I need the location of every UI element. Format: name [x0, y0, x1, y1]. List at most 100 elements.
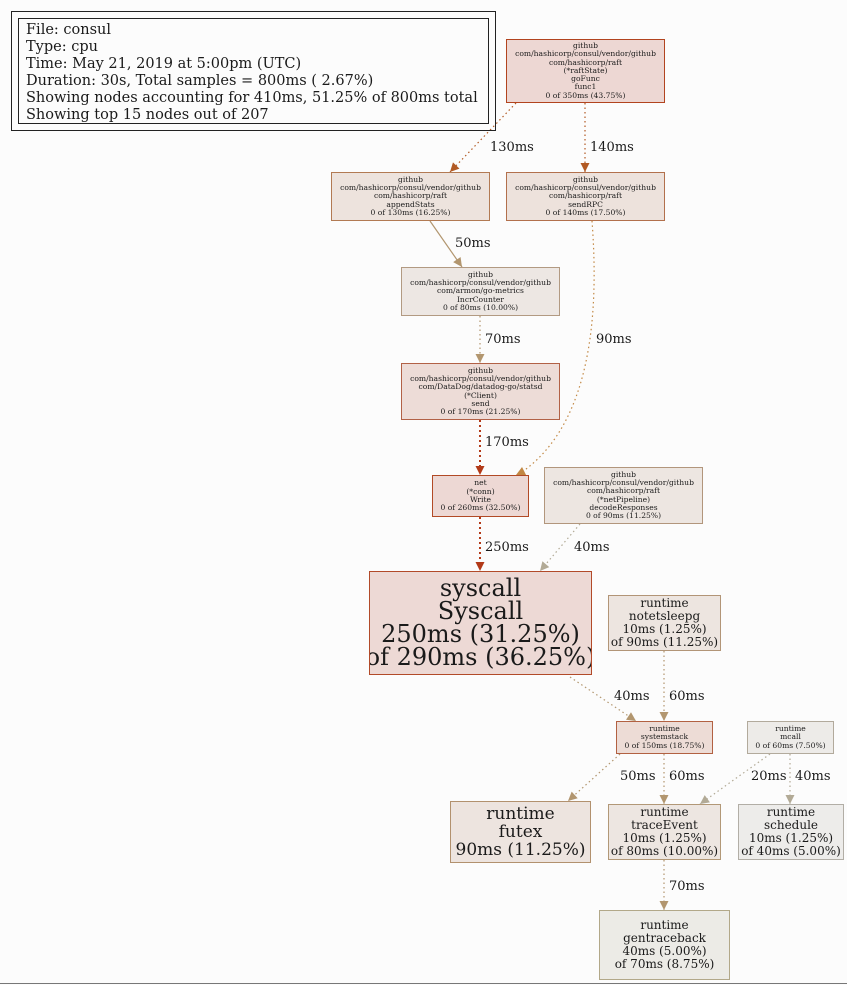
node-line: 250ms (31.25%): [381, 620, 580, 648]
node-line: 0 of 90ms (11.25%): [585, 511, 662, 521]
node-line: (*raftState): [563, 65, 608, 75]
node-line: 0 of 150ms (18.75%): [624, 740, 705, 750]
edge-arrowhead: [580, 163, 590, 172]
node-line: com/hashicorp/consul/vendor/github: [515, 49, 656, 59]
edge-label: 70ms: [485, 332, 521, 347]
node-line: of 80ms (10.00%): [610, 844, 719, 858]
node-line: Write: [469, 495, 492, 504]
node-line: 0 of 170ms (21.25%): [440, 407, 521, 417]
node-line: runtime: [775, 724, 806, 734]
node-line: gentraceback: [623, 931, 706, 945]
node-line: com/hashicorp/consul/vendor/github: [410, 373, 551, 383]
node-line: (*conn): [466, 486, 495, 496]
node-line: runtime: [766, 805, 816, 819]
node-line: appendStats: [386, 199, 435, 209]
node-line: com/hashicorp/consul/vendor/github: [340, 183, 481, 193]
edge-arrowhead: [659, 795, 669, 804]
node-line: of 290ms (36.25%): [369, 643, 592, 671]
node-line: runtime: [640, 596, 689, 610]
node-line: traceEvent: [631, 818, 698, 832]
node-line: runtime: [640, 805, 689, 819]
node-line: com/hashicorp/raft: [548, 191, 623, 201]
edge-label: 60ms: [669, 769, 705, 784]
node-line: notetsleepg: [628, 609, 701, 623]
edge-arrowhead: [659, 712, 669, 721]
node-line: runtime: [486, 804, 555, 824]
node-line: 0 of 140ms (17.50%): [545, 207, 626, 217]
legend-file: File: consul: [26, 22, 112, 38]
node-line: 0 of 260ms (32.50%): [440, 503, 521, 513]
node-line: of 70ms (8.75%): [614, 957, 715, 971]
node-line: com/hashicorp/consul/vendor/github: [410, 278, 551, 288]
edge-arrowhead: [453, 257, 462, 267]
node-line: 40ms (5.00%): [622, 944, 707, 958]
edge-label: 40ms: [614, 689, 650, 704]
node-line: futex: [498, 822, 543, 842]
edge-arrowhead: [475, 562, 485, 571]
node-line: github: [611, 469, 636, 479]
node-line: com/armon/go-metrics: [437, 286, 524, 296]
edge-arrowhead: [540, 561, 550, 571]
edge-arrowhead: [475, 466, 485, 475]
edge-label: 140ms: [590, 140, 634, 155]
node-line: 10ms (1.25%): [622, 622, 707, 636]
node-line: func1: [574, 82, 597, 92]
edge-decoderesponses-to-syscall: [539, 523, 581, 572]
edge-arrowhead: [626, 712, 636, 721]
node-line: 0 of 80ms (10.00%): [442, 302, 519, 312]
edge-arrowhead: [659, 901, 669, 910]
node-line: com/hashicorp/raft: [586, 486, 661, 496]
node-line: (*netPipeline): [596, 494, 651, 504]
node-line: of 90ms (11.25%): [610, 635, 719, 649]
node-line: 0 of 350ms (43.75%): [545, 90, 626, 100]
node-line: Syscall: [437, 597, 524, 625]
node-line: 10ms (1.25%): [622, 831, 707, 845]
edge-label: 130ms: [490, 140, 534, 155]
node-line: net: [474, 478, 487, 488]
edge-label: 20ms: [751, 769, 787, 784]
edge-arrowhead: [785, 795, 795, 804]
edge-mcall-to-traceevent: [699, 753, 771, 805]
node-line: 10ms (1.25%): [748, 831, 834, 845]
node-line: IncrCounter: [456, 294, 505, 304]
edge-arrowhead: [568, 791, 578, 801]
legend-type: Type: cpu: [26, 39, 98, 55]
node-line: com/hashicorp/raft: [373, 191, 448, 201]
node-line: 90ms (11.25%): [455, 840, 586, 860]
profile-legend-frame: [11, 11, 496, 131]
edge-label: 40ms: [574, 540, 610, 555]
node-line: of 40ms (5.00%): [741, 844, 841, 858]
edge-arrowhead: [700, 795, 710, 804]
node-line: goFunc: [571, 74, 600, 84]
edge-label: 90ms: [596, 332, 632, 347]
edge-label: 50ms: [455, 236, 491, 251]
node-line: (*Client): [464, 390, 497, 400]
node-line: schedule: [763, 818, 819, 832]
legend-time: Time: May 21, 2019 at 5:00pm (UTC): [26, 56, 302, 72]
edge-label: 60ms: [669, 689, 705, 704]
legend-showing-nodes: Showing nodes accounting for 410ms, 51.2…: [26, 90, 478, 106]
node-line: com/hashicorp/consul/vendor/github: [515, 183, 656, 193]
edge-label: 170ms: [485, 435, 529, 450]
node-line: com/DataDog/datadog-go/statsd: [418, 382, 543, 392]
edge-label: 70ms: [669, 879, 705, 894]
node-line: sendRPC: [568, 199, 603, 209]
edge-label: 50ms: [620, 769, 656, 784]
